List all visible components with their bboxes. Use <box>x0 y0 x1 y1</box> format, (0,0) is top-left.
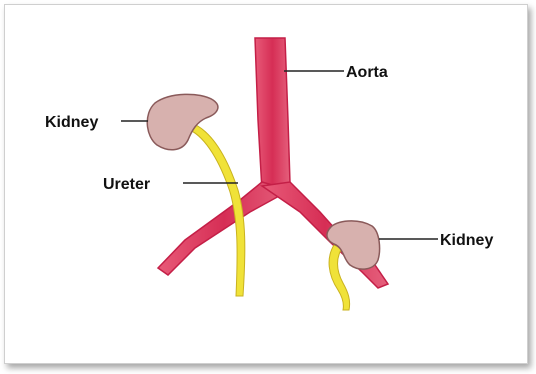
aorta-left-branch <box>158 182 290 275</box>
ureter-label: Ureter <box>103 176 150 193</box>
kidney-left-label: Kidney <box>45 114 98 131</box>
aorta-label: Aorta <box>346 64 388 81</box>
kidney-right-label: Kidney <box>440 232 493 249</box>
aorta-trunk <box>255 38 290 190</box>
left-ureter <box>190 125 245 296</box>
